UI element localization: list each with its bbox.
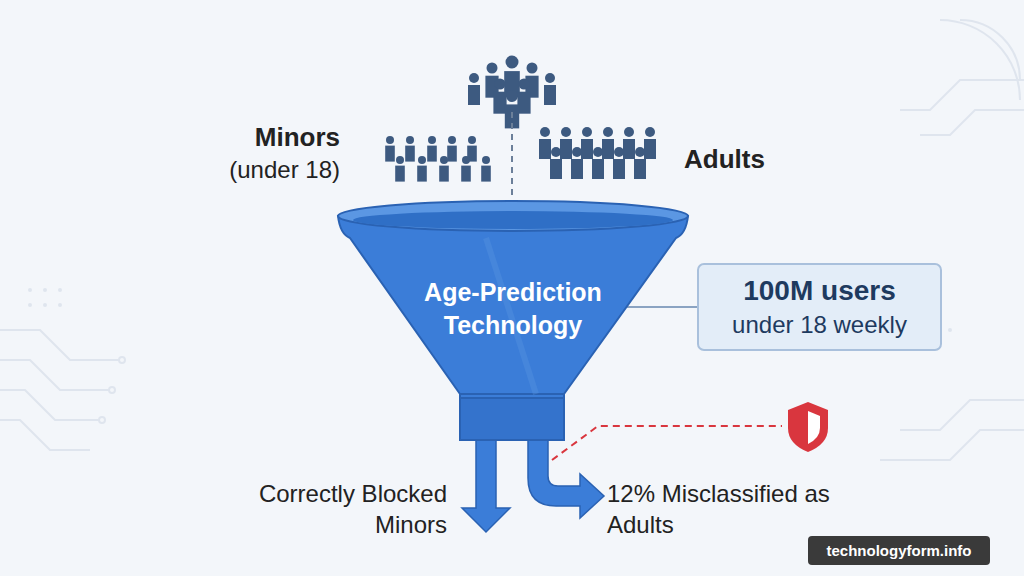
- group-label: Adults: [684, 144, 844, 175]
- node-body: under 18 weekly: [707, 311, 932, 339]
- node-heading: 100M users: [707, 275, 932, 307]
- watermark: technologyform.info: [808, 536, 990, 565]
- group-note: (under 18): [180, 156, 340, 184]
- node-heading: Age-Prediction Technology: [396, 276, 630, 341]
- output-label: Correctly Blocked Minors: [255, 478, 447, 540]
- group-label: Minors: [180, 122, 340, 153]
- callout-box: 100M users under 18 weekly: [697, 263, 942, 351]
- funnel-shape: Age-Prediction Technology: [336, 198, 690, 444]
- output-label: 12% Misclassified as Adults: [607, 478, 867, 540]
